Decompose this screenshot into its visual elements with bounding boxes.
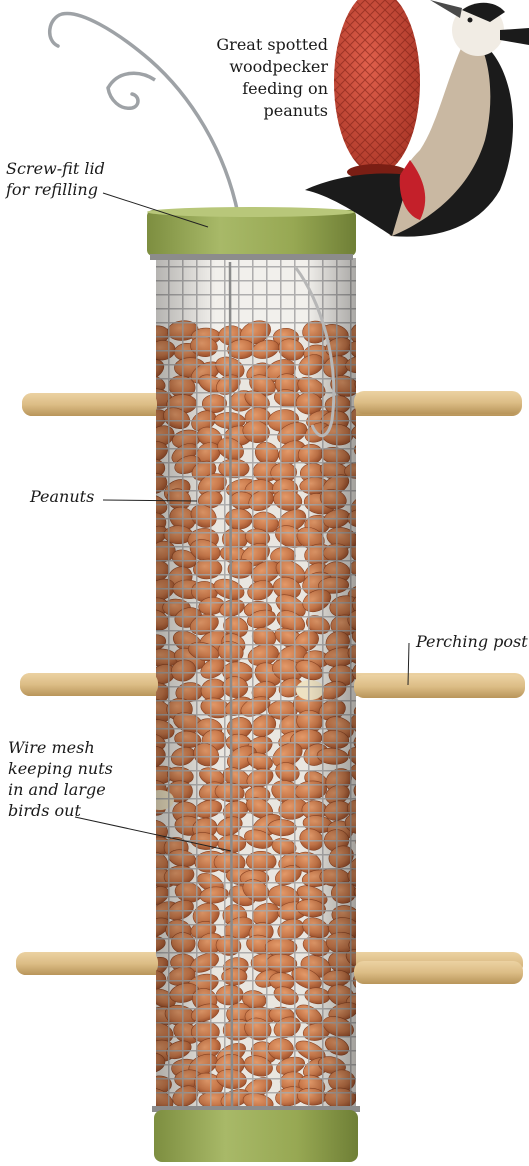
perch-label-line-1: Perching post xyxy=(416,631,529,652)
woodpecker-label-line-3: feeding on xyxy=(180,78,328,100)
peanut xyxy=(356,1072,388,1093)
peanut xyxy=(355,477,386,504)
feeder-base xyxy=(152,1106,360,1162)
mesh-label-line-3: in and large xyxy=(8,779,148,800)
peanut xyxy=(354,1051,387,1078)
hanger-hook xyxy=(108,88,138,108)
woodpecker-label-line-1: Great spotted xyxy=(180,34,328,56)
peanut xyxy=(351,882,386,910)
peanut xyxy=(356,1033,385,1060)
peanut xyxy=(354,703,382,721)
peanut xyxy=(355,1016,388,1040)
perch-label: Perching post xyxy=(416,631,529,652)
mesh-label-line-4: birds out xyxy=(8,800,148,821)
mesh-label-line-1: Wire mesh xyxy=(8,737,148,758)
woodpecker-label-line-2: woodpecker xyxy=(180,56,328,78)
peanuts-label: Peanuts xyxy=(30,486,120,507)
screw-fit-lid xyxy=(147,207,356,260)
mesh-label-line-2: keeping nuts xyxy=(8,758,148,779)
woodpecker-illustration xyxy=(305,0,529,237)
mesh-label: Wire mesh keeping nuts in and large bird… xyxy=(8,737,148,821)
peanuts-label-line-1: Peanuts xyxy=(30,486,120,507)
peanut xyxy=(352,732,380,755)
lid-label-line-2: for refilling xyxy=(6,179,146,200)
lid-label: Screw-fit lid for refilling xyxy=(6,158,146,200)
peanut xyxy=(355,1004,383,1027)
lid-label-line-1: Screw-fit lid xyxy=(6,158,146,179)
peanut xyxy=(357,523,388,552)
peanut xyxy=(352,830,386,860)
peanut xyxy=(353,438,382,459)
woodpecker-label-line-4: peanuts xyxy=(180,100,328,122)
peanut xyxy=(357,898,384,921)
woodpecker-label: Great spotted woodpecker feeding on pean… xyxy=(180,34,328,122)
peanut xyxy=(356,923,386,941)
peanut xyxy=(351,779,384,806)
